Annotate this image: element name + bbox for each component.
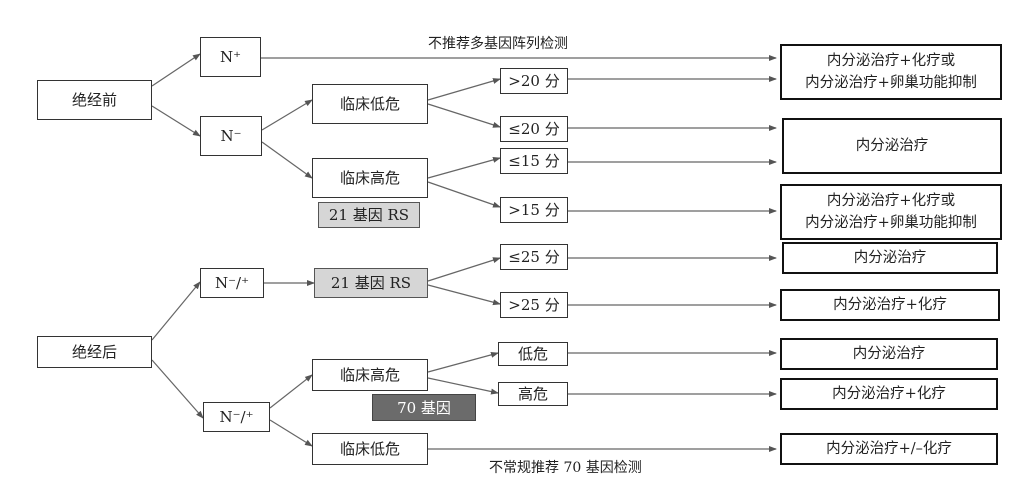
postmenopausal-node: 绝经后 — [37, 336, 152, 368]
arrow-pre-to-nneg — [151, 105, 201, 137]
pre-clinical-high-risk-node: 临床高危 — [312, 158, 428, 198]
outcome-pre-middle: 内分泌治疗 — [782, 118, 1002, 174]
outcome-post-1: 内分泌治疗 — [782, 242, 998, 274]
arrow-high-to-gt15 — [427, 181, 501, 208]
arrow-high-to-le15 — [427, 156, 501, 179]
outcome-pre-top: 内分泌治疗+化疗或 内分泌治疗+卵巢功能抑制 — [780, 44, 1002, 100]
post-21gene-rs-node: 21 基因 RS — [314, 268, 428, 298]
arrow-nneg-to-low — [261, 99, 313, 131]
post-n-lower-node: N⁻/⁺ — [203, 402, 270, 432]
outcome-pre-bottom: 内分泌治疗+化疗或 内分泌治疗+卵巢功能抑制 — [780, 184, 1002, 240]
arrow-rs-to-gt25 — [427, 284, 501, 306]
pre-le15-node: ≤15 分 — [500, 148, 568, 174]
arrow-nneg-to-high — [261, 141, 313, 179]
note-not-routine-70gene: 不常规推荐 70 基因检测 — [489, 460, 642, 476]
note-not-recommended-multigene: 不推荐多基因阵列检测 — [428, 36, 568, 52]
outcome-pre-top-line2: 内分泌治疗+卵巢功能抑制 — [805, 75, 977, 91]
outcome-pre-top-line1: 内分泌治疗+化疗或 — [826, 53, 956, 69]
post-low-node: 低危 — [498, 342, 568, 366]
pre-n-negative-node: N⁻ — [200, 116, 262, 156]
outcome-post-4: 内分泌治疗+化疗 — [780, 378, 998, 410]
arrow-post-to-nlower — [151, 359, 204, 419]
pre-n-positive-node: N⁺ — [200, 37, 261, 77]
outcome-post-5: 内分泌治疗+/–化疗 — [780, 433, 998, 465]
arrow-pre-to-npos — [151, 53, 201, 87]
pre-21gene-rs-label: 21 基因 RS — [318, 202, 420, 228]
pre-gt15-node: >15 分 — [500, 197, 568, 223]
arrow-high-to-lowrisk — [427, 351, 499, 373]
pre-le20-node: ≤20 分 — [500, 116, 568, 142]
outcome-post-3: 内分泌治疗 — [780, 338, 998, 370]
post-n-upper-node: N⁻/⁺ — [200, 268, 264, 298]
arrow-low-to-gt20 — [427, 78, 501, 101]
outcome-pre-bottom-line1: 内分泌治疗+化疗或 — [826, 193, 956, 209]
post-high-node: 高危 — [498, 382, 568, 406]
post-clinical-high-risk-node: 临床高危 — [312, 359, 428, 391]
arrow-high-to-highrisk — [427, 377, 499, 395]
outcome-pre-bottom-line2: 内分泌治疗+卵巢功能抑制 — [805, 215, 977, 231]
post-gt25-node: >25 分 — [500, 292, 568, 318]
arrow-rs-to-le25 — [427, 257, 501, 282]
arrow-low-to-le20 — [427, 103, 501, 128]
post-clinical-low-risk-node: 临床低危 — [312, 433, 428, 465]
arrow-nlower-to-low — [269, 419, 313, 447]
premenopausal-node: 绝经前 — [37, 80, 152, 120]
pre-clinical-low-risk-node: 临床低危 — [312, 84, 428, 124]
pre-gt20-node: >20 分 — [500, 68, 568, 94]
post-70gene-label: 70 基因 — [372, 394, 476, 421]
arrow-post-to-nupper — [151, 281, 201, 341]
post-le25-node: ≤25 分 — [500, 244, 568, 270]
arrow-nlower-to-high — [269, 374, 313, 409]
outcome-post-2: 内分泌治疗+化疗 — [780, 289, 1000, 321]
